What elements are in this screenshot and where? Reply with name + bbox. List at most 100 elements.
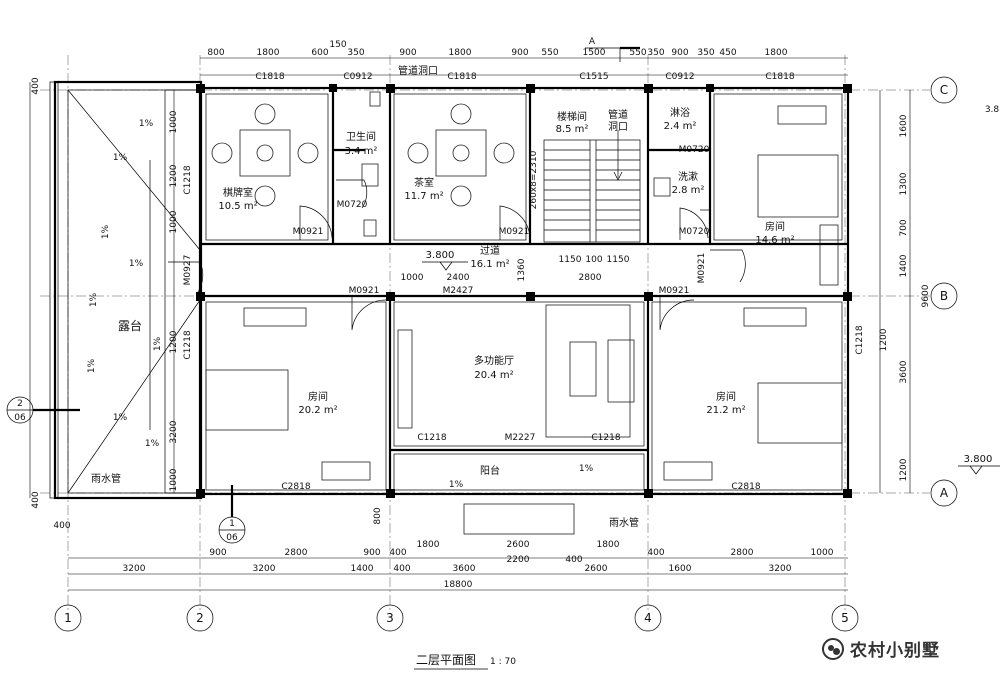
- dim-l-7: 400: [31, 491, 41, 508]
- elev-center: 3.800: [426, 250, 455, 261]
- axis-x-4: 4: [644, 611, 652, 625]
- dim-b1-3: 400: [389, 548, 406, 558]
- wechat-icon: [822, 637, 844, 660]
- elev-right: 3.800: [964, 454, 993, 465]
- axis-x-3: 3: [386, 611, 394, 625]
- axis-x-1: 1: [64, 611, 72, 625]
- dim-l-1: 1200: [169, 164, 179, 187]
- walls: [198, 86, 850, 496]
- slope-10: 1%: [129, 259, 144, 269]
- shaft-top-label: 管道洞口: [398, 64, 438, 77]
- op-m0921-c: M0921: [349, 286, 380, 296]
- dim-top-0: 800: [207, 48, 224, 58]
- room-corridor-name: 过道: [480, 244, 500, 257]
- dim-r-5: 3600: [899, 360, 909, 383]
- dim-l-5: 1000: [169, 468, 179, 491]
- room-shaft-1: 管道: [608, 108, 628, 121]
- dim-r-0: 1600: [899, 114, 909, 137]
- op-c0912-a: C0912: [343, 72, 372, 82]
- dim-corr-1: 2400: [447, 273, 470, 283]
- dim-b2-5: 2200: [507, 555, 530, 565]
- dim-r-2: 700: [899, 219, 909, 236]
- slope-7: 1%: [113, 413, 128, 423]
- dim-stair-0: 260x8=2310: [529, 150, 539, 209]
- dim-b2-4: 3600: [453, 564, 476, 574]
- dim-b2-6: 400: [565, 555, 582, 565]
- dim-stair-1: 1150: [559, 255, 582, 265]
- room-shower-area: 2.4 m²: [664, 121, 697, 132]
- op-c1218-c: C1218: [417, 433, 446, 443]
- dim-top-12: 900: [671, 48, 688, 58]
- room-wash-area: 2.8 m²: [672, 185, 705, 196]
- room-bedne-area: 14.6 m²: [755, 235, 794, 246]
- dim-l-2: 1000: [169, 210, 179, 233]
- dim-b2-2: 1400: [351, 564, 374, 574]
- axis-x-5: 5: [841, 611, 849, 625]
- op-m0921-e: M0921: [659, 286, 690, 296]
- dim-l-3: 1200: [169, 330, 179, 353]
- axis-y-a: A: [940, 486, 949, 500]
- dim-b2-7: 2600: [585, 564, 608, 574]
- op-c0912-b: C0912: [665, 72, 694, 82]
- axis-y-c: C: [940, 83, 948, 97]
- op-c1818-c: C1818: [765, 72, 794, 82]
- op-c1218-e: C1218: [591, 433, 620, 443]
- op-m0720-b: M0720: [679, 145, 710, 155]
- room-stair-name: 楼梯间: [557, 110, 587, 123]
- section-left-sheet: 06: [14, 413, 26, 423]
- room-shaft-2: 洞口: [608, 121, 628, 133]
- op-m0720-c: M0720: [679, 227, 710, 237]
- room-stair-area: 8.5 m²: [556, 124, 589, 135]
- op-c1818-a: C1818: [255, 72, 284, 82]
- axis-bubbles: [6, 46, 958, 632]
- slope-4: 1%: [449, 480, 464, 490]
- dimension-texts: 800 1800 600 150 350 900 1800 900 550 15…: [31, 40, 931, 590]
- dim-r-3: 1400: [899, 254, 909, 277]
- downpipe-label: 雨水管: [91, 472, 121, 485]
- dim-top-6: 1800: [449, 48, 472, 58]
- room-labels: 棋牌室 10.5 m² 卫生间 3.4 m² 茶室 11.7 m² 楼梯间 8.…: [91, 64, 795, 529]
- dim-l-6: 400: [31, 77, 41, 94]
- doors: [168, 179, 746, 331]
- dim-l-8: 400: [53, 521, 70, 531]
- dim-b2-3: 400: [393, 564, 410, 574]
- room-chess-name: 棋牌室: [223, 186, 253, 199]
- dim-top-8: 550: [541, 48, 558, 58]
- axis-x-2: 2: [196, 611, 204, 625]
- slope-5: 1%: [579, 464, 594, 474]
- section-left-num: 2: [17, 399, 23, 409]
- dim-top-14: 450: [719, 48, 736, 58]
- op-c1218-b: C1218: [183, 330, 193, 359]
- dim-top-5: 900: [399, 48, 416, 58]
- room-chess-area: 10.5 m²: [218, 201, 257, 212]
- room-wc-area: 3.4 m²: [345, 146, 378, 157]
- op-c2818-b: C2818: [731, 482, 760, 492]
- dim-top-11: 350: [647, 48, 664, 58]
- elev-right-top: 3.8: [985, 105, 1000, 115]
- dim-b1-9: 1000: [811, 548, 834, 558]
- dim-stair-4: 2800: [579, 273, 602, 283]
- dim-top-13: 350: [697, 48, 714, 58]
- opening-labels: C1818 C0912 C1818 C1515 C0912 C1818 M072…: [183, 72, 865, 492]
- dim-total: 18800: [444, 580, 473, 590]
- slope-6: 1%: [153, 336, 163, 351]
- dim-top-2: 600: [311, 48, 328, 58]
- furniture: [205, 91, 843, 535]
- op-m0921-a: M0921: [293, 227, 324, 237]
- dim-top-7: 900: [511, 48, 528, 58]
- dim-b2-1: 3200: [253, 564, 276, 574]
- room-terrace: 露台: [118, 318, 142, 333]
- op-c1218-d: C1218: [855, 325, 865, 354]
- section-bottom-sheet: 06: [226, 533, 238, 543]
- room-hall-name: 多功能厅: [474, 354, 514, 367]
- op-c2818-a: C2818: [281, 482, 310, 492]
- slope-0: 1%: [139, 119, 154, 129]
- dim-top-3: 150: [329, 40, 346, 50]
- dim-l-4: 3200: [169, 420, 179, 443]
- room-wc-name: 卫生间: [346, 130, 376, 143]
- columns: [196, 84, 852, 498]
- room-bedsw-name: 房间: [308, 390, 328, 403]
- dim-b1-7: 400: [647, 548, 664, 558]
- title-scale: 1 : 70: [490, 657, 516, 667]
- drawing-title: 二层平面图 1 : 70: [414, 653, 516, 670]
